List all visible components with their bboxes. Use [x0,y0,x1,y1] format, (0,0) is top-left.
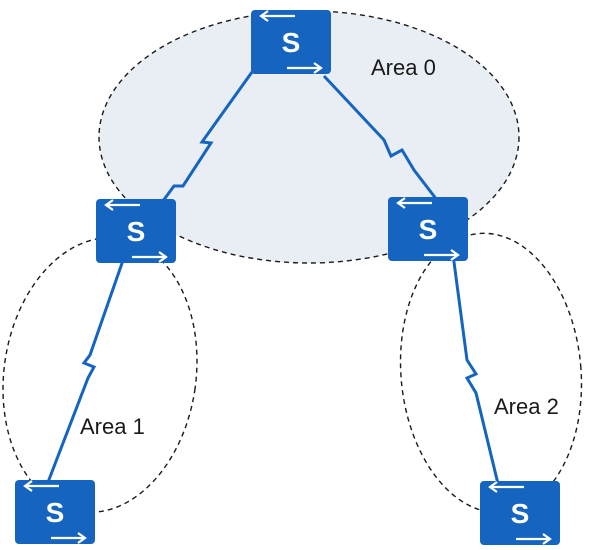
switch-top[interactable]: S [251,9,331,75]
area2-label: Area 2 [494,394,559,419]
switch-icon [96,199,176,263]
switch-left[interactable]: S [96,198,176,264]
link-left-bottom-left [43,245,130,491]
switch-icon [388,197,468,261]
area1-boundary [2,236,198,514]
switch-right[interactable]: S [388,196,468,262]
link-top-right [322,74,439,201]
links [43,71,502,493]
link-top-left [158,71,254,206]
switch-bottom-left[interactable]: S [15,479,95,545]
switch-right-letter: S [419,214,438,245]
area1-label: Area 1 [80,414,145,439]
area2-boundary [399,232,583,514]
switch-top-letter: S [282,27,301,58]
switch-icon [251,10,331,74]
switch-left-letter: S [127,216,146,247]
switch-bottom-right[interactable]: S [480,480,560,546]
switch-icon [15,480,95,544]
link-right-bottom-right [450,246,502,493]
switch-bottom-left-letter: S [46,497,65,528]
switch-bottom-right-letter: S [511,498,530,529]
switch-icon [480,481,560,545]
area0-label: Area 0 [371,55,436,80]
